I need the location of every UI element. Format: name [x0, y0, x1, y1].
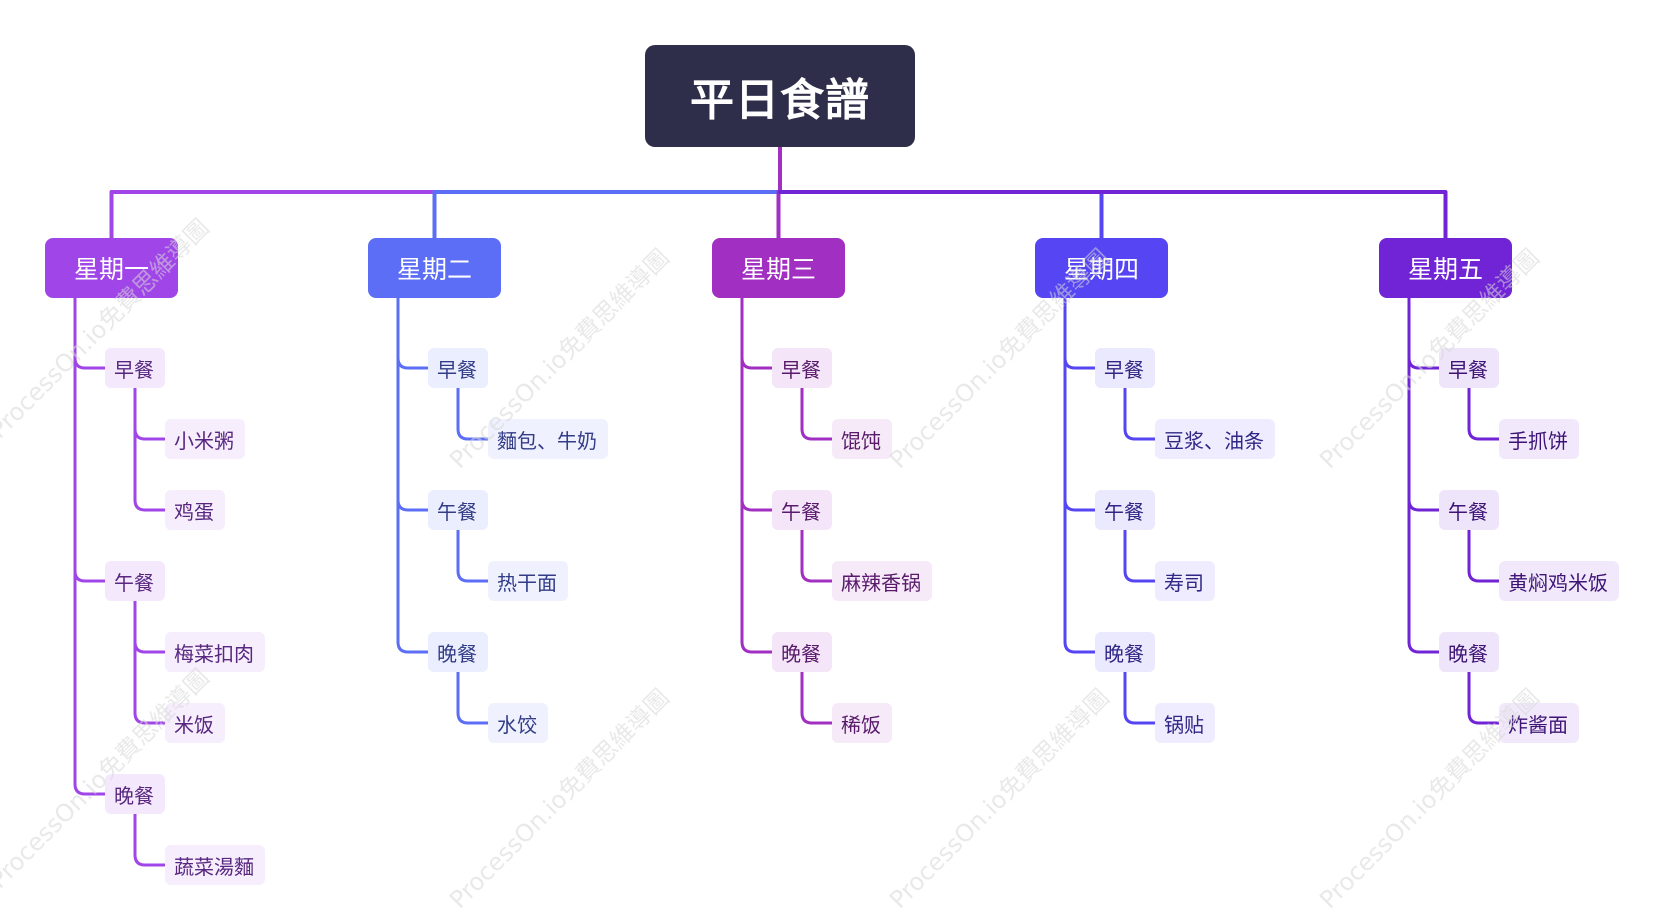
meal-connector-line-5-3 — [1407, 640, 1441, 654]
meal-topic-2-1[interactable]: 早餐 — [428, 348, 488, 388]
dish-connector-line-5-1-1 — [1467, 427, 1501, 441]
dish-connector-line-1-2-2 — [133, 711, 167, 725]
dish-topic-4-3-1[interactable]: 锅贴 — [1155, 703, 1215, 743]
meal-connector-line-3-2 — [740, 498, 774, 512]
dish-connector-line-3-2-1 — [800, 569, 834, 583]
dish-connector-line-2-1-1 — [456, 427, 490, 441]
day-connector-line-4 — [778, 190, 1104, 240]
meal-topic-1-1[interactable]: 早餐 — [105, 348, 165, 388]
meal-connector-line-3-1 — [740, 356, 774, 370]
dish-topic-5-3-1[interactable]: 炸酱面 — [1499, 703, 1579, 743]
meal-connector-line-3-3 — [740, 640, 774, 654]
dish-connector-line-1-3-1 — [133, 853, 167, 867]
dish-connector-line-1-2-1 — [133, 640, 167, 654]
day-connector-line-5 — [778, 190, 1448, 240]
dish-connector-line-4-3-1 — [1123, 711, 1157, 725]
dish-topic-5-1-1[interactable]: 手抓饼 — [1499, 419, 1579, 459]
meal-topic-1-3[interactable]: 晚餐 — [105, 774, 165, 814]
day-topic-2[interactable]: 星期二 — [368, 238, 501, 298]
dish-connector-line-4-1-1 — [1123, 427, 1157, 441]
meal-connector-line-2-3 — [396, 640, 430, 654]
dish-connector-line-1-1-2 — [133, 498, 167, 512]
meal-connector-line-4-1 — [1063, 356, 1097, 370]
meal-connector-line-5-1 — [1407, 356, 1441, 370]
meal-connector-line-2-2 — [396, 498, 430, 512]
dish-connector-line-1-1-1 — [133, 427, 167, 441]
dish-connector-line-2-2-1 — [456, 569, 490, 583]
dish-topic-5-2-1[interactable]: 黄焖鸡米饭 — [1499, 561, 1619, 601]
day-topic-3[interactable]: 星期三 — [712, 238, 845, 298]
meal-topic-5-2[interactable]: 午餐 — [1439, 490, 1499, 530]
meal-topic-4-1[interactable]: 早餐 — [1095, 348, 1155, 388]
dish-connector-line-3-1-1 — [800, 427, 834, 441]
day-topic-5[interactable]: 星期五 — [1379, 238, 1512, 298]
dish-connector-line-4-2-1 — [1123, 569, 1157, 583]
meal-topic-4-2[interactable]: 午餐 — [1095, 490, 1155, 530]
dish-topic-3-1-1[interactable]: 馄饨 — [832, 419, 892, 459]
dish-topic-1-1-1[interactable]: 小米粥 — [165, 419, 245, 459]
day-connector-line-3 — [776, 190, 782, 240]
dish-connector-line-5-2-1 — [1467, 569, 1501, 583]
dish-topic-3-3-1[interactable]: 稀饭 — [832, 703, 892, 743]
day-connector-line-2 — [432, 190, 782, 240]
meal-topic-5-1[interactable]: 早餐 — [1439, 348, 1499, 388]
meal-topic-5-3[interactable]: 晚餐 — [1439, 632, 1499, 672]
dish-topic-2-2-1[interactable]: 热干面 — [488, 561, 568, 601]
day-connector-line-1 — [109, 190, 782, 240]
dish-topic-2-3-1[interactable]: 水饺 — [488, 703, 548, 743]
meal-topic-2-3[interactable]: 晚餐 — [428, 632, 488, 672]
day-topic-4[interactable]: 星期四 — [1035, 238, 1168, 298]
dish-connector-line-2-3-1 — [456, 711, 490, 725]
meal-topic-1-2[interactable]: 午餐 — [105, 561, 165, 601]
meal-connector-line-4-3 — [1063, 640, 1097, 654]
meal-connector-line-1-2 — [73, 569, 107, 583]
dish-topic-3-2-1[interactable]: 麻辣香锅 — [832, 561, 932, 601]
dish-topic-1-3-1[interactable]: 蔬菜湯麵 — [165, 845, 265, 885]
meal-connector-line-5-2 — [1407, 498, 1441, 512]
meal-connector-line-1-1 — [73, 356, 107, 370]
dish-topic-1-2-1[interactable]: 梅菜扣肉 — [165, 632, 265, 672]
meal-connector-line-2-1 — [396, 356, 430, 370]
dish-topic-1-2-2[interactable]: 米饭 — [165, 703, 225, 743]
dish-topic-2-1-1[interactable]: 麵包、牛奶 — [488, 419, 608, 459]
meal-topic-3-1[interactable]: 早餐 — [772, 348, 832, 388]
day-topic-1[interactable]: 星期一 — [45, 238, 178, 298]
root-topic[interactable]: 平日食譜 — [645, 45, 915, 147]
meal-topic-4-3[interactable]: 晚餐 — [1095, 632, 1155, 672]
meal-connector-line-4-2 — [1063, 498, 1097, 512]
dish-connector-line-3-3-1 — [800, 711, 834, 725]
meal-topic-3-3[interactable]: 晚餐 — [772, 632, 832, 672]
meal-topic-3-2[interactable]: 午餐 — [772, 490, 832, 530]
meal-topic-2-2[interactable]: 午餐 — [428, 490, 488, 530]
dish-topic-4-1-1[interactable]: 豆浆、油条 — [1155, 419, 1275, 459]
dish-connector-line-5-3-1 — [1467, 711, 1501, 725]
dish-topic-4-2-1[interactable]: 寿司 — [1155, 561, 1215, 601]
dish-topic-1-1-2[interactable]: 鸡蛋 — [165, 490, 225, 530]
meal-connector-line-1-3 — [73, 782, 107, 796]
